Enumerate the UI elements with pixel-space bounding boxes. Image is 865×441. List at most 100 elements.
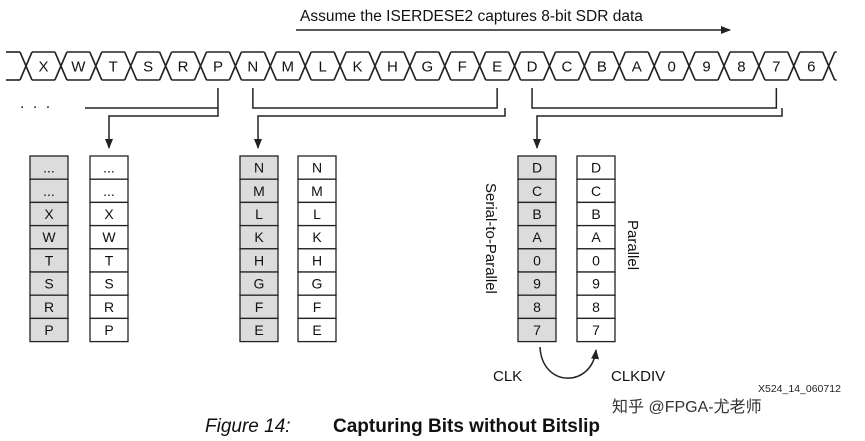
stream-transition <box>752 51 766 81</box>
parallel-register-value: ... <box>103 160 115 176</box>
stream-cell-rails <box>520 51 544 81</box>
stream-bit: L <box>318 59 326 76</box>
parallel-register-value: S <box>104 276 113 292</box>
parallel-register-cell <box>297 317 337 343</box>
capture-arrow-label: Assume the ISERDESE2 captures 8-bit SDR … <box>300 8 643 25</box>
parallel-register-value: 9 <box>592 276 600 292</box>
serial-register-value: 7 <box>533 322 541 338</box>
stream-cell-rails <box>590 51 614 81</box>
stream-transition <box>89 51 103 81</box>
stream-cell-rails <box>485 51 509 81</box>
stream-cell-rails <box>625 51 649 81</box>
stream-bit: M <box>282 59 295 76</box>
stream-transition <box>821 51 836 81</box>
figure-id: X524_14_060712 <box>758 383 841 395</box>
serial-register-cell <box>517 317 557 343</box>
parallel-register-value: G <box>312 276 323 292</box>
stream-bit: N <box>247 59 258 76</box>
stream-bit: G <box>422 59 434 76</box>
parallel-register-value: 0 <box>592 252 600 268</box>
figure-caption-number: Figure 14: <box>205 416 291 437</box>
serial-register-value: R <box>44 299 54 315</box>
parallel-register-value: ... <box>103 183 115 199</box>
stream-cell-rails <box>695 51 718 81</box>
serial-register-cell <box>239 317 279 343</box>
parallel-register-value: F <box>313 299 322 315</box>
stream-cell-rails <box>730 51 753 81</box>
parallel-register-value: H <box>312 252 322 268</box>
stream-transition <box>612 51 627 81</box>
parallel-register-value: 7 <box>592 322 600 338</box>
serial-register-value: 9 <box>533 276 541 292</box>
parallel-register-value: R <box>104 299 114 315</box>
stream-bit: P <box>213 59 223 76</box>
serial-register-value: T <box>45 252 54 268</box>
stream-bit: D <box>527 59 538 76</box>
stream-transition <box>438 51 452 81</box>
parallel-register-value: K <box>312 229 322 245</box>
stream-transition <box>193 51 208 81</box>
stream-transition <box>472 51 487 81</box>
stream-transition <box>158 51 173 81</box>
stream-bit: W <box>71 59 86 76</box>
figure-caption-title: Capturing Bits without Bitslip <box>333 416 600 437</box>
watermark: 知乎 @FPGA-尤老师 <box>612 398 762 416</box>
stream-bit: 7 <box>772 59 780 76</box>
parallel-register-value: L <box>313 206 321 222</box>
stream-transition <box>647 51 661 81</box>
parallel-register-value: 8 <box>592 299 600 315</box>
group-bracket <box>531 88 778 109</box>
serial-register-value: ... <box>43 183 55 199</box>
stream-cell-rails <box>660 51 684 81</box>
serial-register-value: A <box>532 229 542 245</box>
stream-bit: F <box>458 59 467 76</box>
stream-cell-rails <box>346 51 369 81</box>
serial-register-value: 0 <box>533 252 541 268</box>
stream-bit: B <box>597 59 607 76</box>
stream-cell-rails <box>206 51 230 81</box>
serial-register-value: W <box>42 229 56 245</box>
stream-bit: 0 <box>667 59 675 76</box>
serial-register-value: L <box>255 206 263 222</box>
parallel-register-value: A <box>591 229 601 245</box>
stream-bit: 9 <box>702 59 710 76</box>
stream-bit: 8 <box>737 59 745 76</box>
stream-cell-rails <box>450 51 474 81</box>
serial-register-value: P <box>44 322 53 338</box>
serial-register-value: B <box>532 206 541 222</box>
parallel-register-value: C <box>591 183 601 199</box>
stream-bit: A <box>632 59 642 76</box>
serial-register-value: H <box>254 252 264 268</box>
stream-transition <box>403 51 417 81</box>
serial-register-value: ... <box>43 160 55 176</box>
serial-register-value: K <box>254 229 264 245</box>
stream-transition <box>542 51 557 81</box>
serial-register-value: X <box>44 206 54 222</box>
parallel-register-cell <box>576 317 616 343</box>
group-connector-arrow <box>105 108 219 149</box>
serial-register-value: F <box>255 299 264 315</box>
stream-cell-rails <box>241 51 265 81</box>
stream-transition <box>228 51 243 81</box>
stream-cell-rails <box>311 51 335 81</box>
stream-cell-rails <box>381 51 404 81</box>
stream-cell-rails <box>32 51 55 81</box>
group-connector-arrow <box>254 108 506 149</box>
stream-transition <box>507 51 522 81</box>
stream-cell-rails <box>171 51 195 81</box>
stream-cell-rails <box>276 51 300 81</box>
stream-transition <box>298 51 312 81</box>
serial-register-value: G <box>254 276 265 292</box>
parallel-register-value: B <box>591 206 600 222</box>
stream-bit: 6 <box>807 59 815 76</box>
serial-register-value: D <box>532 160 542 176</box>
stream-bit: C <box>562 59 573 76</box>
stream-transition <box>368 51 382 81</box>
stream-rail-trail <box>834 51 837 81</box>
stream-bit: H <box>387 59 398 76</box>
serial-register-value: E <box>254 322 263 338</box>
stream-cell-rails <box>555 51 579 81</box>
stream-bit: R <box>178 59 189 76</box>
serial-to-parallel-label: Serial-to-Parallel <box>482 183 499 294</box>
